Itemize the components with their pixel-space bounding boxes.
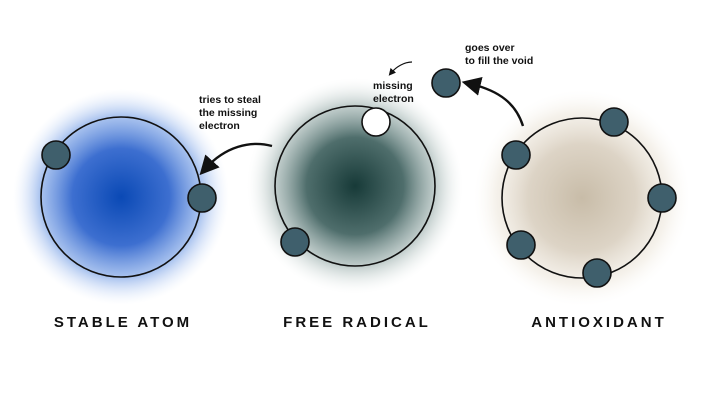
fill-arrow-icon	[461, 76, 525, 127]
stable-atom: STABLE ATOM	[13, 89, 229, 331]
electron-icon	[280, 227, 310, 257]
stable-atom-label: STABLE ATOM	[54, 314, 192, 331]
free-radical-orbit	[274, 105, 436, 267]
antioxidant-label: ANTIOXIDANT	[531, 314, 667, 331]
electron-icon	[41, 140, 71, 170]
steal-annotation-line: the missing	[199, 107, 257, 119]
electron-icon	[506, 230, 536, 260]
electron-icon	[647, 183, 677, 213]
free-radical: FREE RADICAL	[247, 78, 463, 331]
steal-arrow-icon	[199, 142, 273, 176]
electron-icon	[599, 107, 629, 137]
missing-annotation-line: missing	[373, 80, 413, 92]
free-radical-glow	[247, 78, 463, 294]
free-radical-label: FREE RADICAL	[283, 314, 431, 331]
missing-pointer-icon	[388, 61, 413, 76]
fill-annotation-line: to fill the void	[465, 55, 533, 67]
missing-electron-icon	[361, 107, 391, 137]
fill-annotation: goes over to fill the void	[465, 42, 533, 67]
steal-annotation-line: electron	[199, 120, 240, 132]
missing-annotation: missing electron	[373, 80, 416, 105]
electron-icon	[187, 183, 217, 213]
antioxidant: ANTIOXIDANT	[474, 90, 690, 331]
electron-icon	[501, 140, 531, 170]
steal-annotation: tries to steal the missing electron	[199, 94, 264, 132]
missing-annotation-line: electron	[373, 93, 414, 105]
steal-annotation-line: tries to steal	[199, 94, 261, 106]
fill-annotation-line: goes over	[465, 42, 515, 54]
electron-icon	[582, 258, 612, 288]
donated-electron-icon	[431, 68, 461, 98]
stable-atom-glow	[13, 89, 229, 305]
